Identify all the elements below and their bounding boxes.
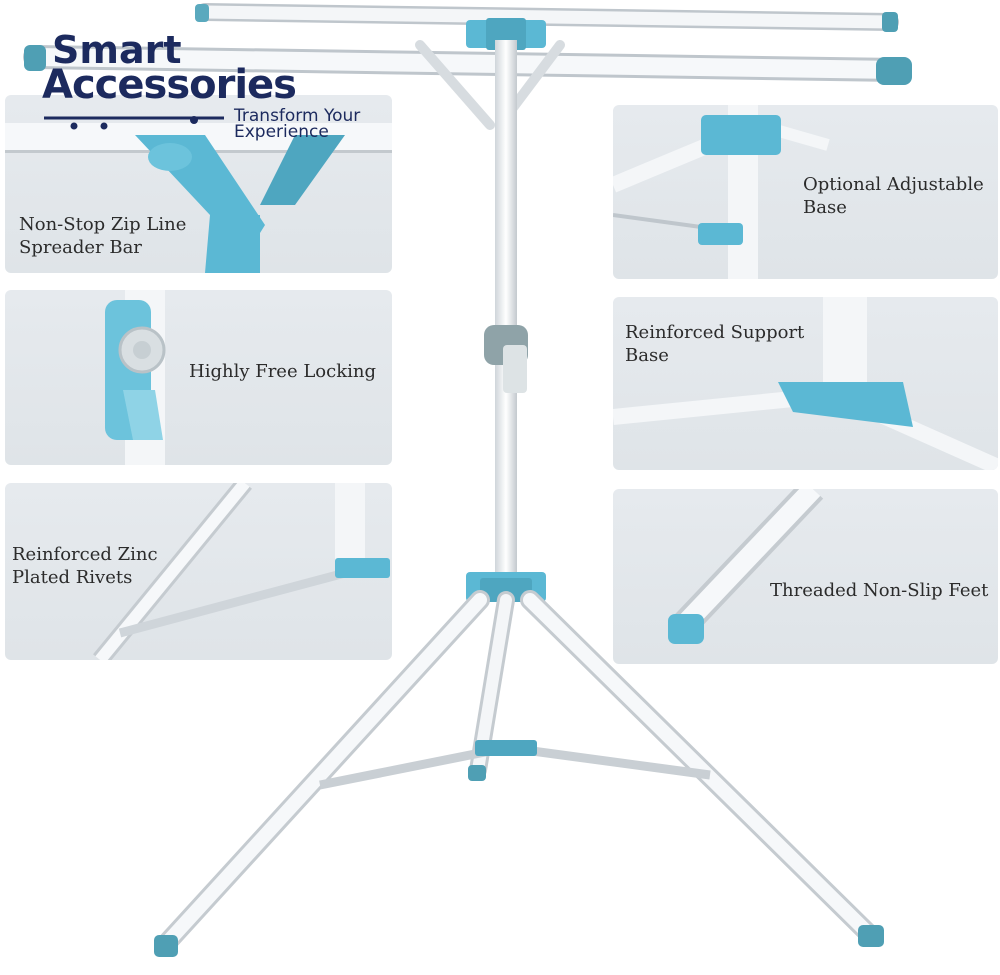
feature-panel-feet: Threaded Non-Slip Feet <box>613 489 998 664</box>
non-slip-feet-detail-image <box>668 489 824 644</box>
spreader-bar-detail-image <box>5 123 392 273</box>
feature-panel-support: Reinforced Support Base <box>613 297 998 470</box>
adjustable-base-detail-image <box>613 105 830 279</box>
feature-panel-rivets: Reinforced Zinc Plated Rivets <box>5 483 392 660</box>
support-base-detail-image <box>613 297 998 470</box>
feature-panel-adjustable: Optional Adjustable Base <box>613 105 998 279</box>
feet-caption: Threaded Non-Slip Feet <box>770 580 989 601</box>
rivets-detail-image <box>93 483 390 660</box>
brand-name-line2: Accessories <box>42 62 297 108</box>
feature-panel-spreader: Non-Stop Zip Line Spreader Bar <box>5 95 392 273</box>
brand-logo: Smart Accessories Transform Your Experie… <box>20 28 480 142</box>
brand-tagline: Transform Your Experience <box>234 106 361 142</box>
locking-detail-image <box>105 290 166 465</box>
spreader-caption: Non-Stop Zip Line Spreader Bar <box>19 214 187 258</box>
locking-caption: Highly Free Locking <box>189 361 376 382</box>
support-caption: Reinforced Support Base <box>625 322 805 366</box>
feature-panel-locking: Highly Free Locking <box>5 290 392 465</box>
adjustable-caption: Optional Adjustable Base <box>803 174 984 218</box>
brand-name-line1: Smart <box>52 28 182 72</box>
rivets-caption: Reinforced Zinc Plated Rivets <box>12 544 158 588</box>
cart-icon <box>44 116 224 130</box>
